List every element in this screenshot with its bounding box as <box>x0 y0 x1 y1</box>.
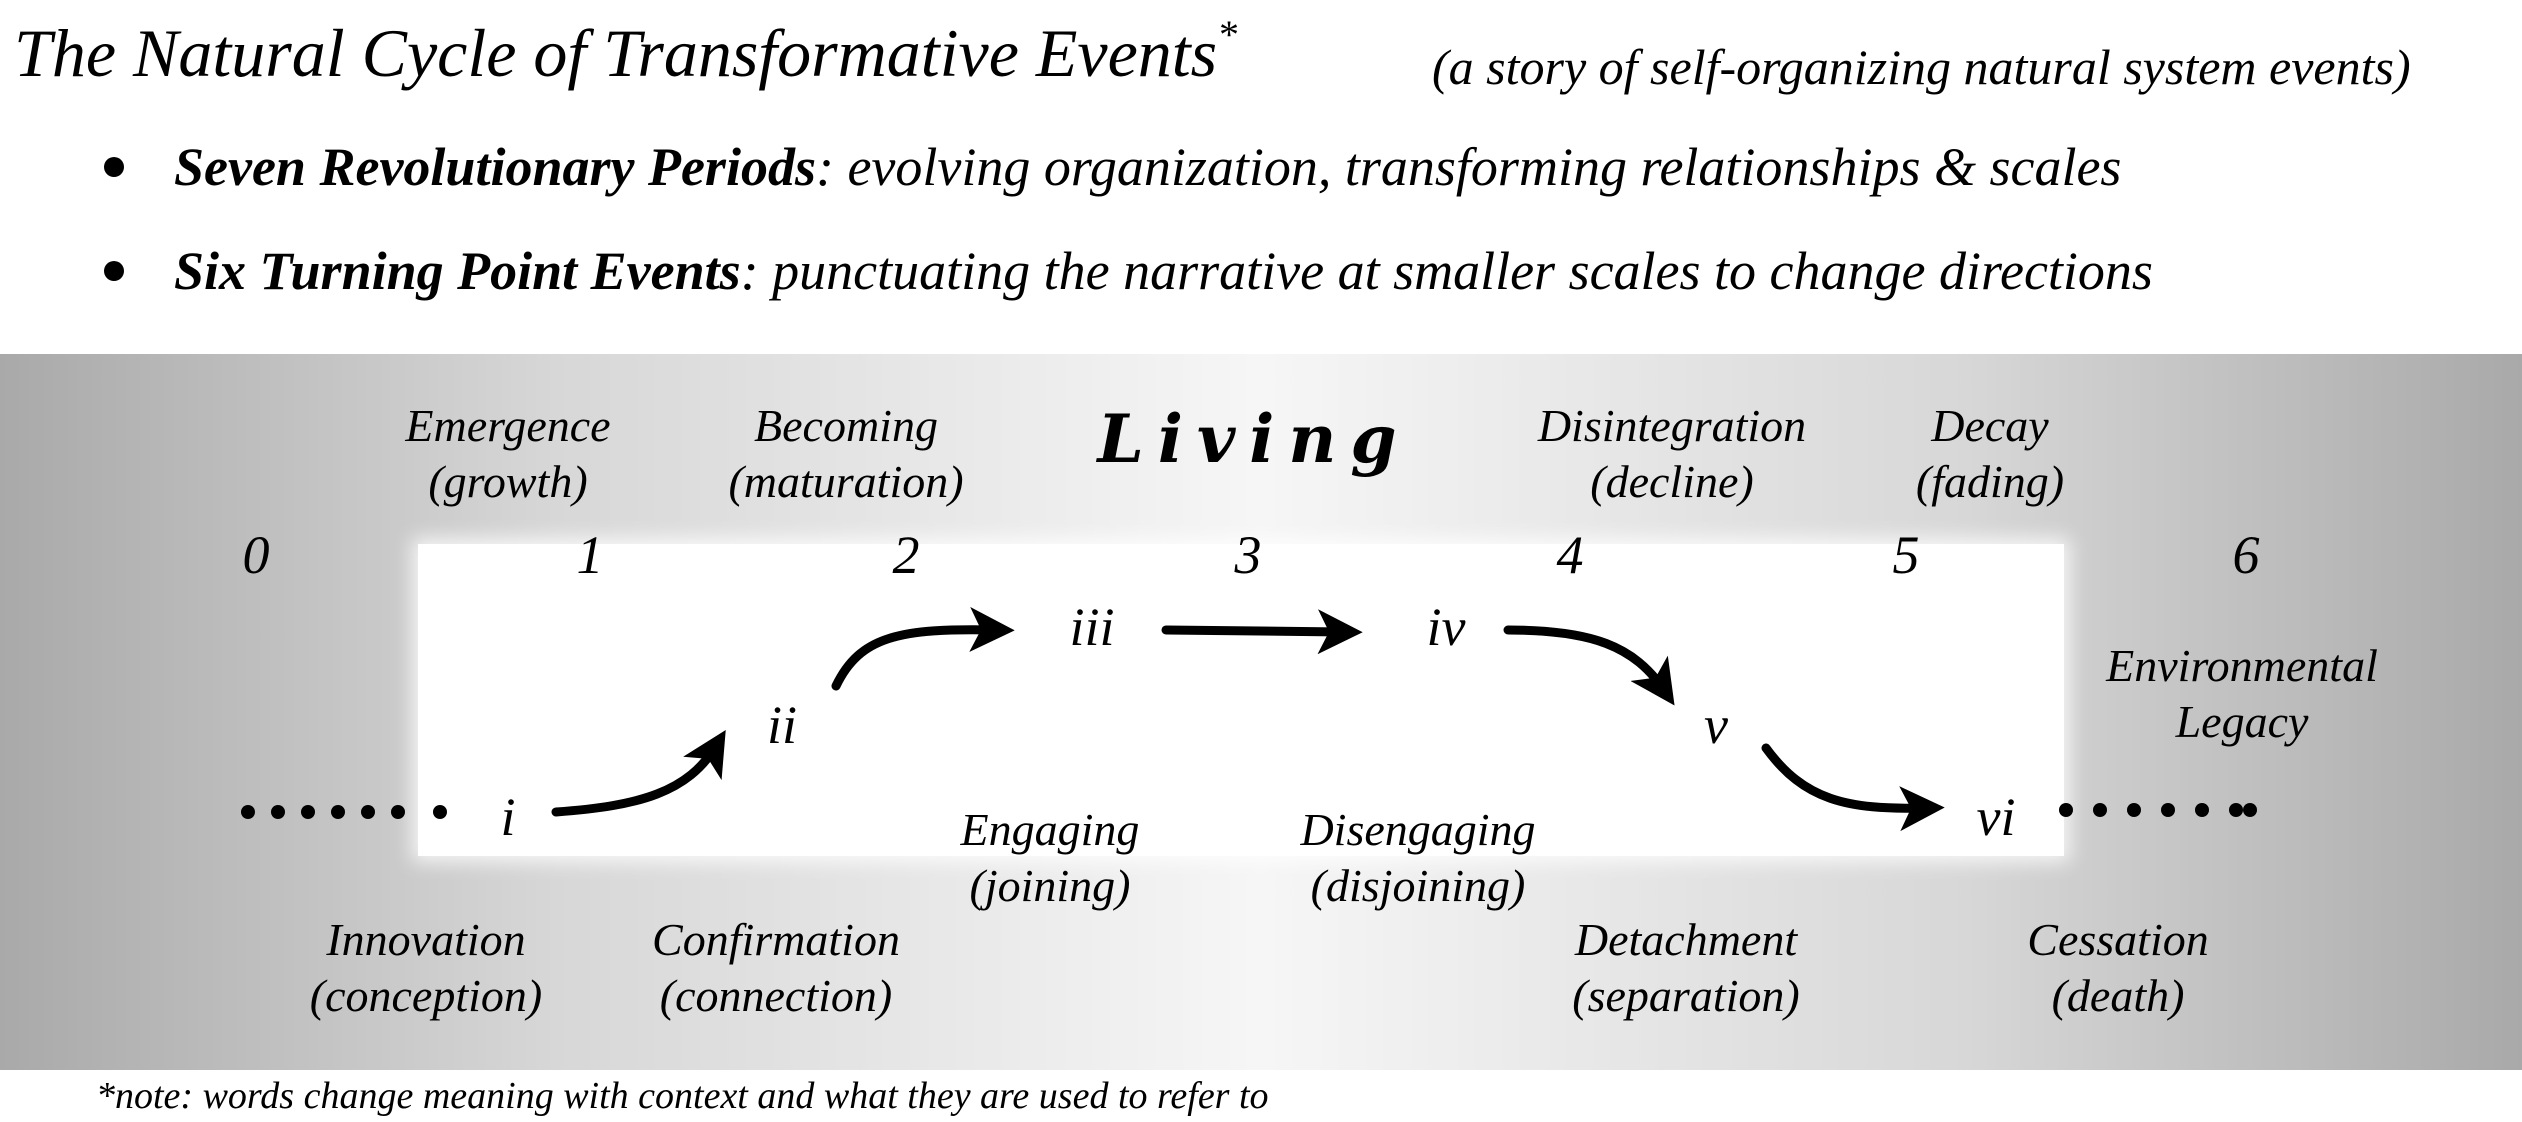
label-innovation: Innovation(conception) <box>310 912 542 1024</box>
label-emergence-line2: (growth) <box>428 456 588 507</box>
event-vi: vi <box>1976 787 2016 847</box>
label-decay-line2: (fading) <box>1915 456 2065 507</box>
bullet-events-text: : punctuating the narrative at smaller s… <box>740 241 2153 301</box>
label-cessation-line1: Cessation <box>2027 914 2209 965</box>
label-disengaging-line1: Disengaging <box>1300 804 1536 855</box>
period-number-1: 1 <box>576 525 604 585</box>
bullet-events: Six Turning Point Events: punctuating th… <box>104 240 2153 302</box>
label-detachment: Detachment(separation) <box>1572 912 1799 1024</box>
label-emergence: Emergence(growth) <box>405 398 610 510</box>
event-v: v <box>1704 695 1728 755</box>
label-cessation: Cessation(death) <box>2027 912 2208 1024</box>
label-confirmation: Confirmation(connection) <box>652 912 900 1024</box>
label-disintegration-line2: (decline) <box>1590 456 1754 507</box>
label-disintegration: Disintegration(decline) <box>1538 398 1806 510</box>
period-number-6: 6 <box>2232 525 2260 585</box>
event-ii: ii <box>766 695 798 755</box>
label-disengaging-line2: (disjoining) <box>1310 860 1526 911</box>
footnote: *note: words change meaning with context… <box>96 1075 1269 1117</box>
bullet-events-heading: Six Turning Point Events <box>174 241 741 301</box>
arrow-i-to-ii <box>551 729 726 817</box>
label-innovation-line1: Innovation <box>326 914 526 965</box>
label-confirmation-line1: Confirmation <box>652 914 900 965</box>
label-legacy-line1: Environmental <box>2106 640 2378 691</box>
arrow-iv-to-v <box>1503 625 1675 706</box>
label-emergence-line1: Emergence <box>405 400 611 451</box>
period-number-4: 4 <box>1556 525 1584 585</box>
arrow-v-to-vi <box>1761 743 1945 832</box>
bullet-dot-icon <box>104 156 124 177</box>
event-iii: iii <box>1069 597 1115 657</box>
dots-left <box>241 805 447 819</box>
label-cessation-line2: (death) <box>2051 970 2185 1021</box>
label-legacy-line2: Legacy <box>2175 696 2309 747</box>
period-number-3: 3 <box>1234 525 1262 585</box>
label-decay-line1: Decay <box>1931 400 2049 451</box>
label-disintegration-line1: Disintegration <box>1537 400 1807 451</box>
bullet-periods-text: : evolving organization, transforming re… <box>815 137 2122 197</box>
page-subtitle: (a story of self-organizing natural syst… <box>1432 39 2411 95</box>
arrow-ii-to-iii <box>831 606 1015 691</box>
bullet-periods: Seven Revolutionary Periods: evolving or… <box>104 136 2121 198</box>
label-becoming-line1: Becoming <box>754 400 938 451</box>
bullet-dot-icon <box>104 260 124 281</box>
label-innovation-line2: (conception) <box>309 970 543 1021</box>
living-label: Living <box>1097 400 1411 478</box>
title-text: The Natural Cycle of Transformative Even… <box>14 15 1218 91</box>
arrow-iii-to-iv <box>1161 609 1363 655</box>
period-number-5: 5 <box>1892 525 1920 585</box>
label-engaging-line1: Engaging <box>960 804 1140 855</box>
label-engaging-line2: (joining) <box>969 860 1131 911</box>
title-footnote-mark: * <box>1217 12 1238 57</box>
label-engaging: Engaging(joining) <box>961 802 1140 914</box>
dots-right <box>2059 803 2257 817</box>
label-decay: Decay(fading) <box>1916 398 2064 510</box>
label-detachment-line1: Detachment <box>1574 914 1798 965</box>
label-disengaging: Disengaging(disjoining) <box>1300 802 1535 914</box>
event-i: i <box>500 787 516 847</box>
period-number-0: 0 <box>242 525 270 585</box>
period-number-2: 2 <box>892 525 920 585</box>
bullet-periods-heading: Seven Revolutionary Periods <box>174 137 816 197</box>
label-becoming-line2: (maturation) <box>728 456 964 507</box>
page-title: The Natural Cycle of Transformative Even… <box>14 14 1237 91</box>
label-becoming: Becoming(maturation) <box>728 398 963 510</box>
label-confirmation-line2: (connection) <box>659 970 893 1021</box>
event-iv: iv <box>1426 597 1466 657</box>
label-detachment-line2: (separation) <box>1572 970 1800 1021</box>
diagram-inner-box <box>418 544 2064 856</box>
